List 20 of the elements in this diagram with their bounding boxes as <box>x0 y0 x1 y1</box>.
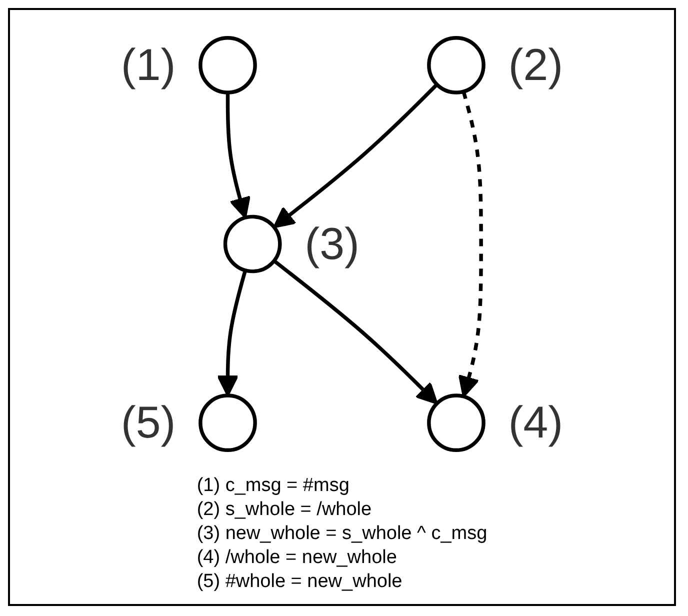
node-number: (4) <box>508 398 564 448</box>
arrow <box>458 91 483 398</box>
equation-text: (4) /whole = new_whole <box>196 546 398 570</box>
arrow <box>216 270 248 396</box>
equation-text: (3) new_whole = s_whole ^ c_msg <box>196 522 488 546</box>
node-circle <box>198 36 257 94</box>
arrow <box>273 83 438 228</box>
arrow <box>272 259 438 404</box>
node-circle <box>427 36 486 94</box>
node-number: (2) <box>508 41 564 90</box>
node-circle <box>198 394 257 452</box>
equation-text: (5) #whole = new_whole <box>196 570 404 594</box>
node-number: (5) <box>120 398 176 448</box>
arrow <box>226 92 251 219</box>
node-number: (1) <box>120 41 176 90</box>
node-number: (3) <box>304 220 360 269</box>
equation-text: (2) s_whole = /whole <box>196 498 373 522</box>
node-circle <box>223 214 282 274</box>
node-circle <box>427 394 486 452</box>
equation-text: (1) c_msg = #msg <box>196 474 350 498</box>
